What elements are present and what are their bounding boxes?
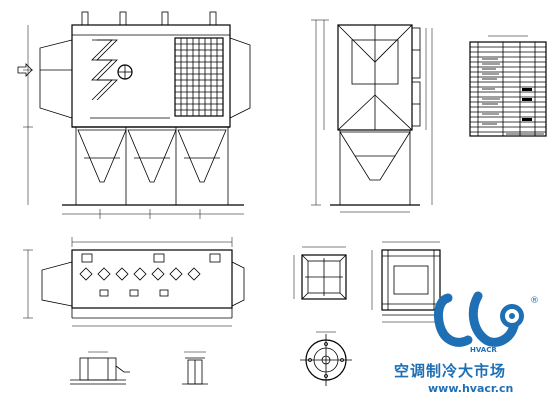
- front-elevation-view: [17, 11, 251, 219]
- hopper-section-view: [371, 241, 441, 323]
- watermark-url: www.hvacr.cn: [428, 382, 514, 395]
- watermark-slogan: 空调制冷大市场: [394, 362, 507, 380]
- parts-list-table: [469, 35, 547, 137]
- side-elevation-view: [311, 19, 433, 213]
- registered-mark: ®: [530, 296, 539, 306]
- plan-view: [23, 237, 245, 327]
- filter-hatching: [175, 38, 223, 116]
- watermark-brand: HVACR: [470, 346, 497, 354]
- detail-b-view: [182, 351, 208, 385]
- detail-a-view: [70, 351, 130, 385]
- section-frame-view: [293, 246, 347, 300]
- hvacr-logo: [433, 291, 524, 347]
- flange-detail-view: [300, 331, 352, 386]
